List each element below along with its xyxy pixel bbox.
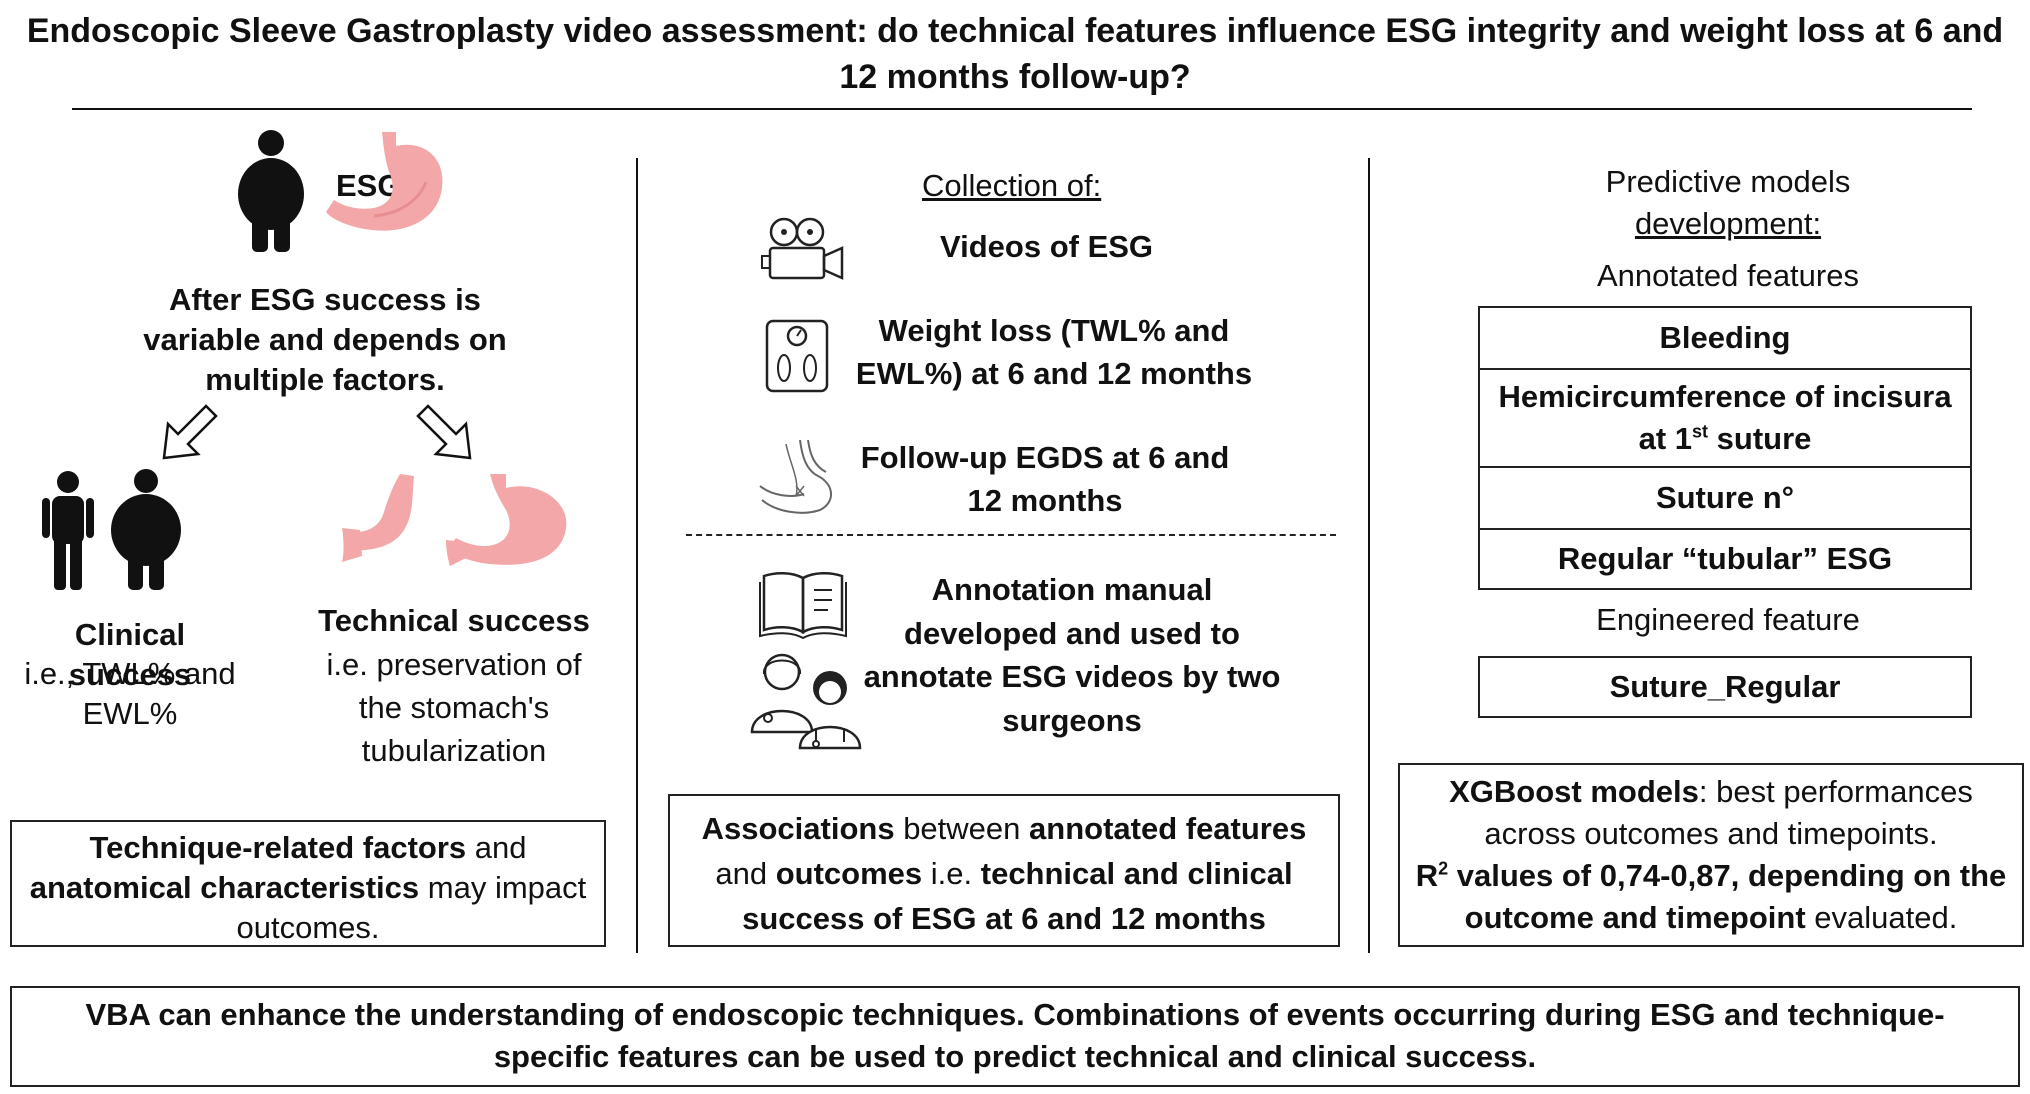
manual-book-icon <box>758 568 848 640</box>
annotated-features-table: Bleeding Hemicircumference of incisura a… <box>1478 306 1972 590</box>
right-box-text-2: evaluated. <box>1805 900 1958 935</box>
annotated-features-label: Annotated features <box>1597 258 1859 293</box>
feature-hemi-post: suture <box>1708 421 1812 456</box>
left-box-text-1: and <box>466 830 527 865</box>
feature-hemicircumference-label: Hemicircumference of incisura <box>1498 379 1952 414</box>
predictive-heading-line1: Predictive models <box>1605 164 1851 199</box>
right-box-text-1: : best performances across outcomes and … <box>1484 774 1973 851</box>
feature-hemicircumference: Hemicircumference of incisura at 1st sut… <box>1478 370 1972 468</box>
r-squared-text: values of 0,74-0,87, depending on the ou… <box>1448 858 2007 935</box>
collection-item-weight-loss: Weight loss (TWL% and EWL%) at 6 and 12 … <box>855 313 1253 391</box>
collection-heading: Collection of: <box>922 168 1102 203</box>
r-squared-sup: 2 <box>1438 858 1449 879</box>
obese-person-icon <box>232 128 310 252</box>
collection-item-egds: Follow-up EGDS at 6 and 12 months <box>860 440 1230 518</box>
technical-success-title: Technical success <box>318 603 590 638</box>
feature-bleeding: Bleeding <box>1478 306 1972 370</box>
collection-item-videos: Videos of ESG <box>940 229 1154 264</box>
left-box-bold-1: Technique-related factors <box>89 830 467 865</box>
engineered-feature-box: Suture_Regular <box>1478 656 1972 718</box>
clinical-success-title: Clinical success <box>68 617 192 692</box>
left-intro-text: After ESG success is variable and depend… <box>143 282 507 397</box>
engineered-feature-label: Engineered feature <box>1596 602 1860 637</box>
feature-hemicircumference-line2: at 1st suture <box>1639 418 1812 460</box>
column-divider-left <box>636 158 638 953</box>
middle-box-bold-2: annotated features <box>1029 811 1307 846</box>
page-title: Endoscopic Sleeve Gastroplasty video ass… <box>26 12 2004 96</box>
feature-bleeding-label: Bleeding <box>1659 320 1791 355</box>
title-divider <box>72 108 1972 110</box>
arrow-down-right-icon <box>414 402 476 464</box>
engineered-feature-value: Suture_Regular <box>1609 669 1841 704</box>
middle-box-bold-4: technical and clinical success of ESG at… <box>742 856 1293 936</box>
middle-box-text-1: between <box>894 811 1030 846</box>
middle-box-text-2: and <box>715 856 776 891</box>
feature-hemi-sup: st <box>1692 421 1709 442</box>
left-box-bold-2: anatomical characteristics <box>29 870 420 905</box>
feature-regular-tubular: Regular “tubular” ESG <box>1478 530 1972 590</box>
predictive-heading-line2: development: <box>1634 206 1822 241</box>
column-divider-right <box>1368 158 1370 953</box>
middle-summary-box: Associations between annotated features … <box>668 794 1340 947</box>
stomach-icon <box>322 128 452 238</box>
people-icon <box>38 468 188 590</box>
left-box-text-2: may impact outcomes. <box>236 870 587 945</box>
feature-regular-tubular-label: Regular “tubular” ESG <box>1557 541 1893 576</box>
dashed-divider <box>686 534 1336 536</box>
arrow-down-left-icon <box>158 402 220 464</box>
technical-success-desc: i.e. preservation of the stomach's tubul… <box>326 647 582 768</box>
endoscopy-stomach-icon <box>756 436 846 516</box>
right-box-bold-2: R2 values of 0,74-0,87, depending on the… <box>1416 858 2007 935</box>
middle-box-text-3: i.e. <box>922 856 981 891</box>
video-camera-icon <box>760 216 846 282</box>
r-squared-r: R <box>1415 858 1439 893</box>
feature-hemi-pre: at 1 <box>1638 421 1693 456</box>
conclusion-box: VBA can enhance the understanding of end… <box>10 986 2020 1087</box>
surgeons-icon <box>748 648 864 750</box>
feature-suture-number-label: Suture n° <box>1655 480 1795 515</box>
clinical-success-desc: i.e., TWL% and EWL% <box>24 656 236 731</box>
right-summary-box: XGBoost models: best performances across… <box>1398 763 2024 947</box>
middle-box-bold-1: Associations <box>701 811 895 846</box>
weight-scale-icon <box>764 318 830 394</box>
two-stomachs-icon <box>340 470 580 570</box>
right-box-bold-1: XGBoost models <box>1449 774 1699 809</box>
feature-suture-number: Suture n° <box>1478 468 1972 530</box>
middle-box-bold-3: outcomes <box>775 856 923 891</box>
collection-item-annotation: Annotation manual developed and used to … <box>863 572 1281 738</box>
left-summary-box: Technique-related factors and anatomical… <box>10 820 606 947</box>
